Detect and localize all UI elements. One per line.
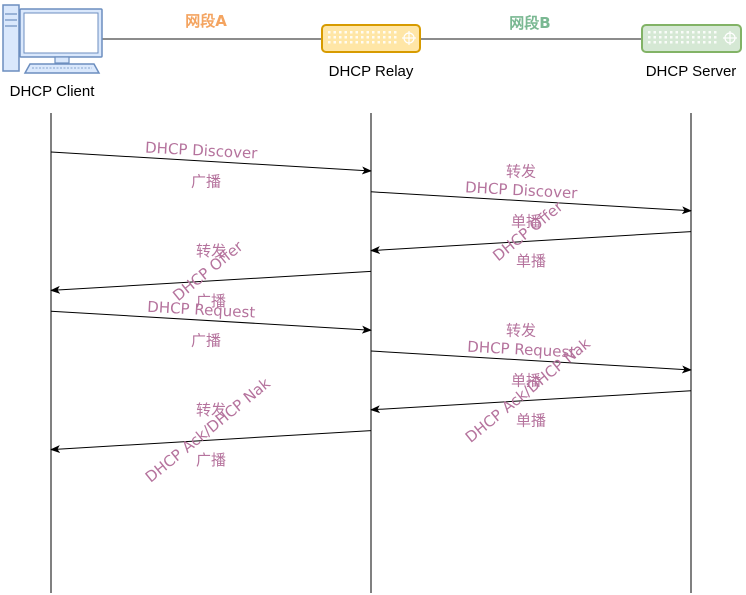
message-mode-label: 广播 (191, 173, 221, 191)
server-move-icon (723, 31, 737, 45)
client-computer-icon (2, 4, 103, 74)
message-label: 转发 (196, 401, 226, 419)
message-arrow (50, 430, 372, 454)
message-mode-label: 广播 (196, 451, 226, 469)
relay-move-icon (402, 31, 416, 45)
message-label: 转发 (506, 162, 536, 180)
message-arrow (370, 191, 692, 215)
message-mode-label: 单播 (516, 252, 546, 270)
message-mode-label: 广播 (196, 292, 226, 310)
message-mode-label: 单播 (516, 411, 546, 429)
message-label: DHCP Request (467, 338, 576, 362)
message-arrow (50, 151, 372, 175)
message-arrow (370, 350, 692, 374)
server-device-icon (641, 24, 742, 53)
message-label: 转发 (506, 322, 536, 340)
message-label: 转发 (196, 242, 226, 260)
message-mode-label: 广播 (191, 332, 221, 350)
message-mode-label: 单播 (511, 372, 541, 390)
segment-a-label: 网段A (185, 12, 227, 30)
message-arrow (50, 270, 372, 294)
message-mode-label: 单播 (511, 212, 541, 230)
message-arrow (370, 390, 692, 414)
message-arrow (370, 231, 692, 255)
message-label: DHCP Ack/DHCP Nak (142, 374, 274, 486)
message-arrow (50, 310, 372, 334)
segment-b-label: 网段B (509, 14, 550, 32)
client-label: DHCP Client (10, 83, 96, 100)
server-label: DHCP Server (646, 63, 737, 80)
relay-device-icon (321, 24, 421, 53)
message-label: DHCP Request (147, 298, 256, 322)
relay-label: DHCP Relay (329, 63, 414, 80)
